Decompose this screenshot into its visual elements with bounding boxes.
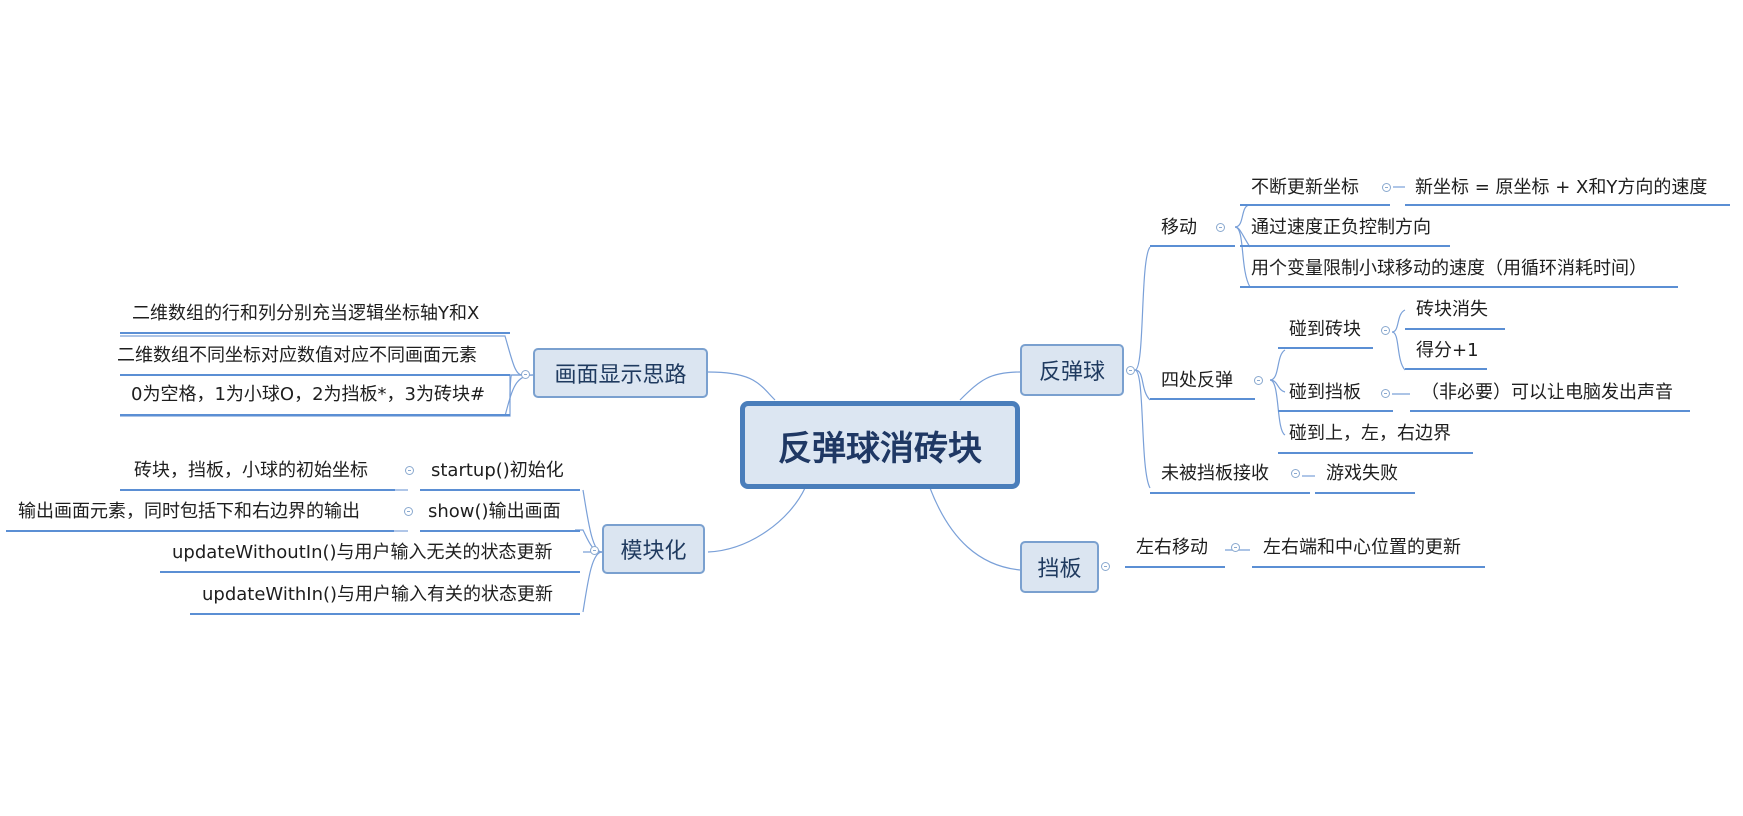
collapse-toggle-icon[interactable] — [404, 507, 413, 516]
collapse-toggle-icon[interactable] — [1381, 389, 1390, 398]
underline — [160, 571, 580, 573]
central-topic[interactable]: 反弹球消砖块 — [740, 401, 1020, 489]
module-item[interactable]: show()输出画面 — [428, 501, 561, 522]
display-item[interactable]: 0为空格，1为小球O，2为挡板*，3为砖块# — [131, 384, 486, 405]
collapse-toggle-icon[interactable] — [521, 370, 530, 379]
module-item[interactable]: updateWithIn()与用户输入有关的状态更新 — [202, 584, 554, 605]
topic-modular[interactable]: 模块化 — [602, 524, 705, 574]
bounce-item-brick[interactable]: 碰到砖块 — [1289, 319, 1361, 340]
collapse-toggle-icon[interactable] — [1216, 223, 1225, 232]
paddle-sound-detail[interactable]: （非必要）可以让电脑发出声音 — [1421, 382, 1673, 403]
underline — [1405, 204, 1730, 206]
underline — [1150, 398, 1255, 400]
subtopic-bounce[interactable]: 四处反弹 — [1161, 370, 1233, 391]
move-item[interactable]: 通过速度正负控制方向 — [1251, 217, 1431, 238]
module-detail[interactable]: 砖块，挡板，小球的初始坐标 — [134, 460, 368, 481]
underline — [1315, 492, 1415, 494]
collapse-toggle-icon[interactable] — [590, 546, 599, 555]
move-update-detail[interactable]: 新坐标 = 原坐标 + X和Y方向的速度 — [1415, 177, 1708, 198]
underline — [1278, 347, 1373, 349]
underline — [420, 530, 580, 532]
topic-paddle[interactable]: 挡板 — [1020, 541, 1099, 593]
underline — [120, 489, 395, 491]
underline — [1410, 410, 1690, 412]
underline — [1405, 368, 1487, 370]
display-item[interactable]: 二维数组不同坐标对应数值对应不同画面元素 — [117, 345, 477, 366]
move-item[interactable]: 用个变量限制小球移动的速度（用循环消耗时间） — [1251, 258, 1647, 279]
brick-result[interactable]: 得分+1 — [1416, 340, 1479, 361]
collapse-toggle-icon[interactable] — [405, 466, 414, 475]
move-item[interactable]: 不断更新坐标 — [1251, 177, 1359, 198]
module-item[interactable]: updateWithoutIn()与用户输入无关的状态更新 — [172, 542, 553, 563]
collapse-toggle-icon[interactable] — [1382, 183, 1391, 192]
subtopic-move[interactable]: 移动 — [1161, 217, 1197, 238]
collapse-toggle-icon[interactable] — [1291, 469, 1300, 478]
collapse-toggle-icon[interactable] — [1101, 562, 1110, 571]
underline — [1405, 328, 1505, 330]
underline — [1240, 286, 1678, 288]
underline — [1240, 204, 1390, 206]
underline — [1252, 566, 1485, 568]
underline — [1278, 452, 1473, 454]
game-over-detail[interactable]: 游戏失败 — [1326, 463, 1398, 484]
underline — [120, 414, 510, 416]
paddle-move[interactable]: 左右移动 — [1136, 537, 1208, 558]
underline — [120, 374, 510, 376]
underline — [190, 613, 580, 615]
collapse-toggle-icon[interactable] — [1381, 326, 1390, 335]
collapse-toggle-icon[interactable] — [1231, 543, 1240, 552]
underline — [1240, 245, 1450, 247]
underline — [6, 530, 394, 532]
paddle-update-detail[interactable]: 左右端和中心位置的更新 — [1263, 537, 1461, 558]
brick-result[interactable]: 砖块消失 — [1416, 299, 1488, 320]
underline — [1150, 492, 1310, 494]
subtopic-missed[interactable]: 未被挡板接收 — [1161, 463, 1269, 484]
collapse-toggle-icon[interactable] — [1126, 366, 1135, 375]
module-detail[interactable]: 输出画面元素，同时包括下和右边界的输出 — [18, 501, 360, 522]
underline — [1150, 245, 1235, 247]
underline — [1278, 410, 1393, 412]
display-item[interactable]: 二维数组的行和列分别充当逻辑坐标轴Y和X — [132, 303, 480, 324]
topic-bouncing-ball[interactable]: 反弹球 — [1020, 344, 1124, 396]
collapse-toggle-icon[interactable] — [1254, 376, 1263, 385]
underline — [120, 332, 510, 334]
topic-display-approach[interactable]: 画面显示思路 — [533, 348, 708, 398]
underline — [420, 489, 580, 491]
bounce-item-edge[interactable]: 碰到上，左，右边界 — [1289, 423, 1451, 444]
module-item[interactable]: startup()初始化 — [431, 460, 564, 481]
bounce-item-paddle[interactable]: 碰到挡板 — [1289, 382, 1361, 403]
underline — [1125, 566, 1225, 568]
